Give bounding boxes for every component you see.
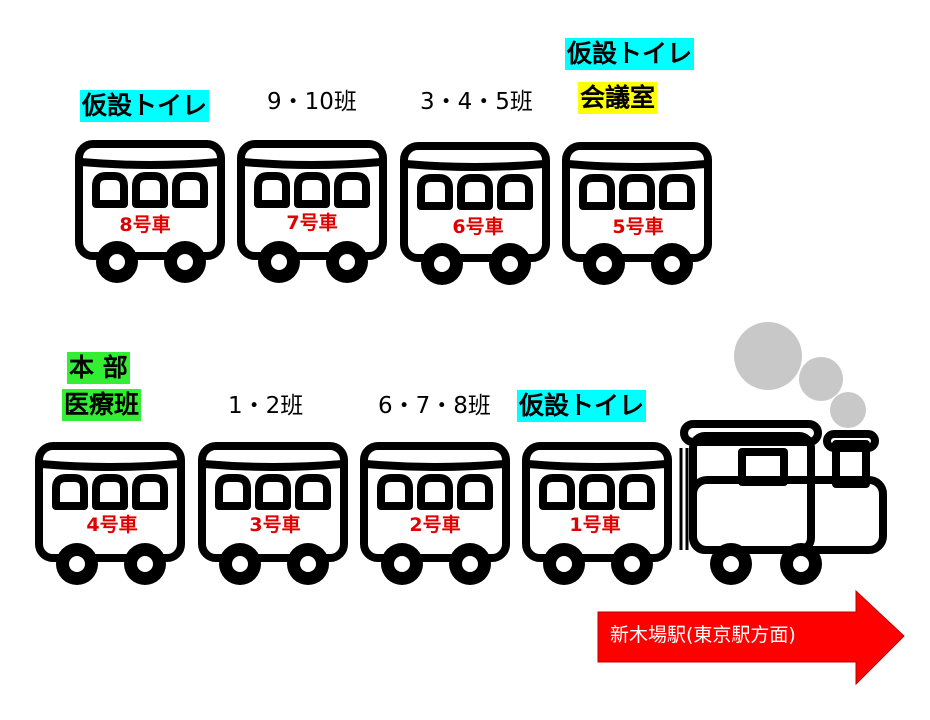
smoke-cloud (799, 357, 843, 401)
car-roof-line (80, 158, 220, 169)
label-car7: 9・10班 (267, 89, 357, 115)
car-body (198, 442, 348, 562)
label-car5-toilet: 仮設トイレ (565, 38, 695, 70)
passenger-car-1 (522, 442, 672, 585)
car-roof-line (405, 160, 545, 171)
label-car4-medical: 医療班 (62, 389, 142, 421)
car-window (497, 174, 533, 210)
car-window (254, 172, 290, 208)
passenger-car-6 (400, 142, 550, 285)
label-car3: 1・2班 (228, 393, 304, 419)
label-car6: 3・4・5班 (420, 89, 533, 115)
car-window (334, 172, 370, 208)
car-window (294, 172, 330, 208)
wheel-hub (462, 556, 478, 572)
wheel-hub (177, 254, 193, 270)
car-body (75, 140, 225, 260)
car-body (35, 442, 185, 562)
car-window (457, 174, 493, 210)
car-number-2: 2号車 (409, 514, 461, 536)
wheel-hub (723, 556, 739, 572)
car-body (562, 142, 712, 262)
passenger-car-7 (237, 140, 387, 283)
smoke-cloud (734, 322, 802, 390)
direction-label: 新木場駅(東京駅方面) (610, 624, 796, 646)
passenger-car-2 (360, 442, 510, 585)
car-number-7: 7号車 (286, 212, 338, 234)
direction-arrow (597, 589, 905, 686)
car-body (237, 140, 387, 260)
car-window (539, 474, 575, 510)
car-window (417, 174, 453, 210)
car-number-8: 8号車 (119, 214, 171, 236)
car-number-3: 3号車 (249, 514, 301, 536)
cab-roof (680, 420, 822, 446)
car-roof-line (567, 160, 707, 171)
wheel-hub (69, 556, 85, 572)
car-roof-line (40, 460, 180, 471)
wheel-hub (109, 254, 125, 270)
car-window (619, 174, 655, 210)
car-number-4: 4号車 (86, 514, 138, 536)
wheel-hub (271, 254, 287, 270)
smoke-cloud (830, 392, 866, 428)
passenger-car-4 (35, 442, 185, 585)
wheel-hub (300, 556, 316, 572)
wheel-hub (434, 256, 450, 272)
wheel-hub (394, 556, 410, 572)
car-window (92, 474, 128, 510)
wheel-hub (664, 256, 680, 272)
car-roof-line (242, 158, 382, 169)
car-body (522, 442, 672, 562)
wheel-hub (502, 256, 518, 272)
car-window (377, 474, 413, 510)
boiler (689, 476, 887, 554)
car-number-6: 6号車 (452, 216, 504, 238)
passenger-car-5 (562, 142, 712, 285)
label-car4-hq: 本 部 (67, 352, 130, 384)
car-body (400, 142, 550, 262)
locomotive (679, 322, 887, 585)
cab (689, 432, 815, 554)
car-number-5: 5号車 (612, 216, 664, 238)
label-car5-meeting: 会議室 (578, 82, 658, 114)
car-window (92, 172, 128, 208)
cab-window (738, 448, 788, 486)
wheel-hub (556, 556, 572, 572)
car-window (215, 474, 251, 510)
car-window (417, 474, 453, 510)
car-window (457, 474, 493, 510)
passenger-car-8 (75, 140, 225, 283)
car-roof-line (365, 460, 505, 471)
label-car8: 仮設トイレ (80, 90, 210, 122)
car-window (255, 474, 291, 510)
wheel-hub (339, 254, 355, 270)
wheel-hub (596, 256, 612, 272)
car-roof-line (527, 460, 667, 471)
car-roof-line (203, 460, 343, 471)
label-car1: 仮設トイレ (517, 390, 647, 422)
wheel-hub (232, 556, 248, 572)
passenger-car-3 (198, 442, 348, 585)
car-window (579, 174, 615, 210)
car-window (132, 474, 168, 510)
car-body (360, 442, 510, 562)
car-window (579, 474, 615, 510)
chimney-cap (823, 430, 879, 452)
car-window (132, 172, 168, 208)
wheel-hub (137, 556, 153, 572)
car-window (295, 474, 331, 510)
car-window (619, 474, 655, 510)
car-window (659, 174, 695, 210)
wheel-hub (624, 556, 640, 572)
wheel-hub (793, 556, 809, 572)
car-window (52, 474, 88, 510)
car-number-1: 1号車 (569, 514, 621, 536)
car-window (172, 172, 208, 208)
label-car2: 6・7・8班 (378, 393, 491, 419)
